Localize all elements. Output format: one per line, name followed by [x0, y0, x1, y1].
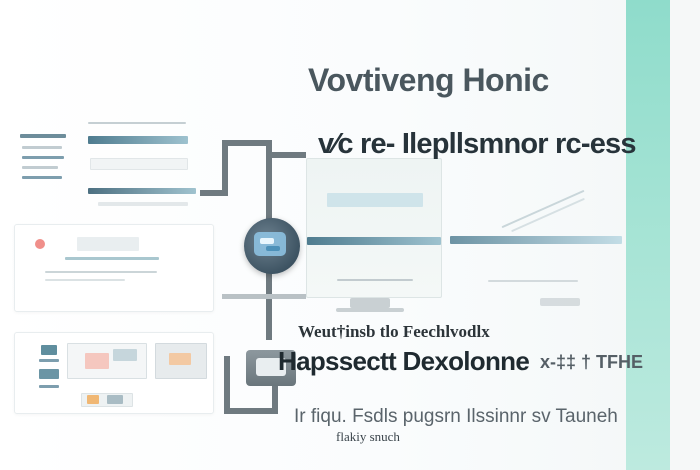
monitor-bar: [450, 236, 622, 244]
monitor-line: [488, 280, 578, 282]
connector: [224, 408, 278, 414]
graphic-stroke: [501, 189, 585, 229]
graphic-stroke: [511, 197, 585, 233]
monitor-header: [327, 193, 423, 207]
card-middle: [14, 224, 214, 312]
preview-shape: [169, 353, 191, 365]
connector: [272, 384, 278, 414]
caption-small: flakiy snuch: [336, 429, 400, 444]
card-mid-box: [77, 237, 139, 251]
card-top-line: [22, 146, 62, 149]
thumb: [107, 395, 123, 404]
card-top-line: [88, 122, 186, 124]
card-top-field: [90, 158, 188, 170]
section-trail: x-‡‡ † TFHE: [540, 352, 644, 372]
card-top: [14, 122, 219, 206]
monitor-line: [337, 279, 413, 281]
status-dot: [35, 239, 45, 249]
thumb: [39, 369, 59, 379]
card-bot-line: [39, 359, 59, 362]
card-mid-line: [45, 279, 125, 281]
card-top-header: [88, 136, 188, 144]
card-mid-line: [65, 257, 159, 260]
connector: [200, 190, 228, 196]
connector: [222, 140, 270, 146]
monitor-panel: [306, 158, 442, 298]
preview-shape: [85, 353, 109, 369]
section-title: Hapssectt Dexolonne: [278, 346, 530, 376]
monitor-stand: [350, 298, 390, 308]
card-top-bar: [20, 134, 66, 138]
right-mint-band: [626, 0, 670, 470]
card-bottom: [14, 332, 214, 414]
monitor-panel-faded: [448, 188, 626, 298]
caption: Ir fiqu. Fsdls pugsrn Ilssinnr sv Tauneh: [294, 406, 618, 427]
card-top-line: [22, 176, 62, 179]
connector: [222, 294, 306, 299]
main-heading: Vovtiveng Honic: [308, 62, 549, 98]
monitor-bar: [307, 237, 441, 245]
monitor-base: [336, 308, 404, 312]
thumb: [87, 395, 99, 404]
card-mid-line: [45, 271, 157, 273]
right-margin: [670, 0, 700, 470]
card-top-footer: [88, 188, 196, 194]
connector: [266, 152, 306, 158]
connector: [222, 140, 228, 196]
card-top-line: [22, 166, 58, 169]
thumb: [41, 345, 57, 355]
preview-shape: [113, 349, 137, 361]
card-top-line: [22, 156, 64, 159]
card-bot-line: [39, 385, 59, 388]
circle-screen-icon: [244, 218, 300, 274]
section-label: Weut†insb tlo Feechlvodlx: [298, 322, 490, 341]
connector: [224, 356, 230, 414]
card-top-shadow: [98, 202, 188, 206]
sub-heading: v∕c re- Ilepllsmnor rc-ess: [318, 128, 637, 160]
small-device-icon: [246, 350, 296, 386]
monitor-stand: [540, 298, 580, 306]
